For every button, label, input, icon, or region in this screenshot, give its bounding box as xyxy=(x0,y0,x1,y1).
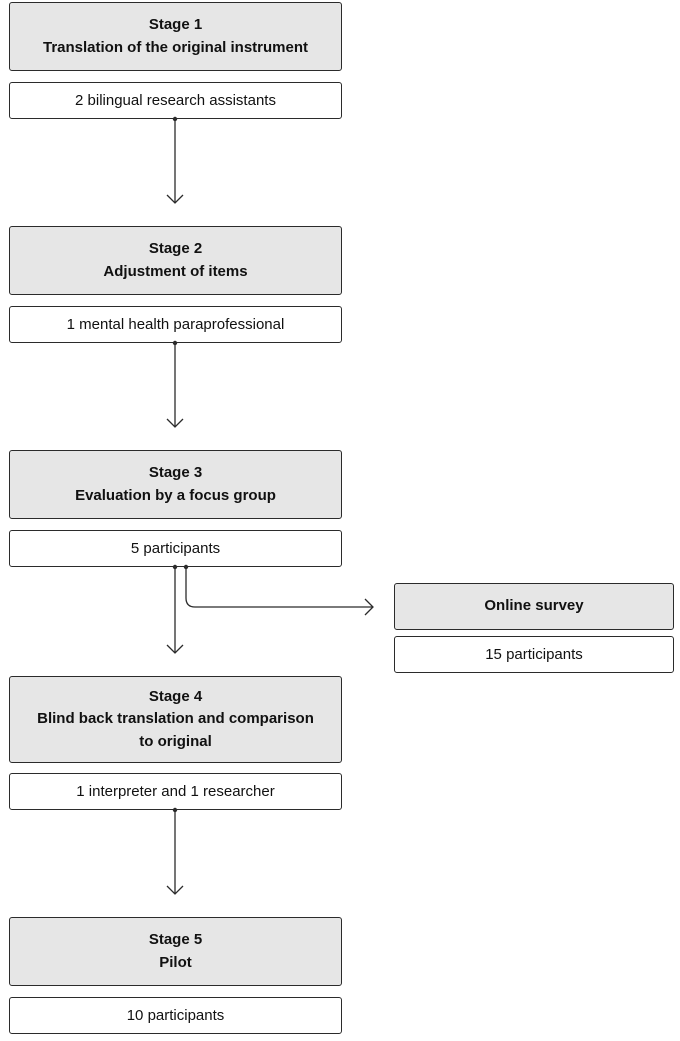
stage-1-detail: 2 bilingual research assistants xyxy=(75,92,276,109)
online-survey-detail: 15 participants xyxy=(485,646,583,663)
stage-2-title: Adjustment of items xyxy=(103,262,248,280)
stage-4-title-line2: to original xyxy=(139,732,212,750)
stage-2-number: Stage 2 xyxy=(148,240,203,257)
stage-2-box: Stage 2 Adjustment of items xyxy=(9,226,342,295)
arrow-stage-1-to-2 xyxy=(166,119,184,204)
stage-3-box: Stage 3 Evaluation by a focus group xyxy=(9,450,342,519)
stage-5-detail: 10 participants xyxy=(126,1007,225,1024)
online-survey-title: Online survey xyxy=(484,597,584,615)
stage-3-number: Stage 3 xyxy=(148,464,203,481)
arrow-stage-2-to-3 xyxy=(166,343,184,428)
stage-4-title: Blind back translation and comparison xyxy=(37,710,314,728)
stage-2-detail: 1 mental health paraprofessional xyxy=(66,316,285,333)
stage-2-detail-box: 1 mental health paraprofessional xyxy=(9,306,342,343)
stage-4-box: Stage 4 Blind back translation and compa… xyxy=(9,676,342,763)
stage-3-detail-box: 5 participants xyxy=(9,530,342,567)
stage-1-detail-box: 2 bilingual research assistants xyxy=(9,82,342,119)
stage-3-title: Evaluation by a focus group xyxy=(75,486,276,504)
stage-4-detail: 1 interpreter and 1 researcher xyxy=(76,783,275,800)
arrow-stage-3-to-4 xyxy=(166,567,184,654)
stage-1-box: Stage 1 Translation of the original inst… xyxy=(9,2,342,71)
stage-5-number: Stage 5 xyxy=(148,931,203,948)
stage-4-number: Stage 4 xyxy=(148,687,203,705)
online-survey-detail-box: 15 participants xyxy=(394,636,674,673)
stage-1-title: Translation of the original instrument xyxy=(42,38,309,56)
stage-5-box: Stage 5 Pilot xyxy=(9,917,342,986)
arrow-stage-3-to-online-survey xyxy=(185,567,374,616)
stage-1-number: Stage 1 xyxy=(148,16,203,33)
online-survey-box: Online survey xyxy=(394,583,674,630)
stage-5-title: Pilot xyxy=(159,953,192,971)
stage-3-detail: 5 participants xyxy=(130,540,221,557)
stage-4-detail-box: 1 interpreter and 1 researcher xyxy=(9,773,342,810)
arrow-stage-4-to-5 xyxy=(166,810,184,895)
stage-5-detail-box: 10 participants xyxy=(9,997,342,1034)
